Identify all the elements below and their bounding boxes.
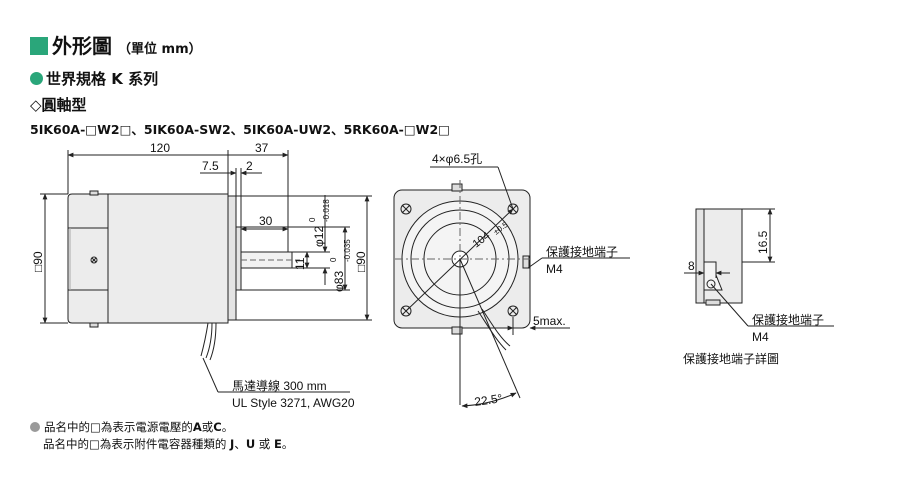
side-view bbox=[40, 150, 372, 393]
dim-16-5: 16.5 bbox=[756, 230, 770, 254]
title-unit: （單位 mm） bbox=[118, 42, 202, 57]
flange bbox=[227, 195, 237, 321]
note1-a: A bbox=[192, 420, 202, 434]
lead-wire-label: 馬達導線 300 mm bbox=[232, 378, 327, 393]
dim-7-5: 7.5 bbox=[202, 159, 219, 173]
motor-body bbox=[107, 193, 229, 324]
note2-j: J bbox=[230, 437, 235, 451]
note2-sep: 、 bbox=[234, 437, 246, 451]
dim-30: 30 bbox=[259, 214, 273, 228]
series-heading: 世界規格 K 系列 bbox=[30, 68, 158, 89]
front-view bbox=[393, 166, 630, 409]
title-square-icon bbox=[30, 37, 48, 55]
note2-or: 或 bbox=[255, 437, 274, 451]
dim-2: 2 bbox=[246, 159, 253, 173]
dim-shaft-dia: φ12 bbox=[312, 226, 326, 247]
note1-or: 或 bbox=[201, 420, 214, 434]
detail-terminal-size: M4 bbox=[752, 330, 769, 344]
note1-mid: 為表示電源電壓的 bbox=[100, 420, 193, 434]
holes-label: 4×φ6.5孔 bbox=[432, 152, 482, 166]
angle-label: 22.5° bbox=[473, 391, 503, 409]
note2-prefix: 品名中的 bbox=[43, 437, 89, 451]
dim-pilot-tol-upper: 0 bbox=[329, 257, 338, 262]
detail-caption: 保護接地端子詳圖 bbox=[683, 351, 779, 366]
section-title: 外形圖 （單位 mm） bbox=[30, 30, 202, 59]
note2-end: 。 bbox=[281, 437, 294, 451]
dim-120: 120 bbox=[150, 141, 170, 155]
model-list: 5IK60A-□W2□、5IK60A-SW2、5IK60A-UW2、5RK60A… bbox=[30, 122, 450, 137]
dim-5max: 5max. bbox=[533, 314, 566, 328]
dim-pilot-tol-lower: -0.035 bbox=[343, 239, 352, 262]
front-terminal-size: M4 bbox=[546, 262, 563, 276]
dim-37: 37 bbox=[255, 141, 269, 155]
dim-pilot-dia: φ83 bbox=[332, 271, 346, 292]
series-title: 世界規格 K 系列 bbox=[46, 70, 159, 88]
note1-box: □ bbox=[90, 420, 101, 434]
note2-e: E bbox=[273, 437, 282, 451]
dim-square-right: □90 bbox=[354, 251, 368, 272]
note2-u: U bbox=[245, 437, 256, 451]
note1-end: 。 bbox=[221, 420, 234, 434]
note-bullet-icon bbox=[30, 422, 40, 432]
detail-view bbox=[684, 208, 834, 327]
shaft bbox=[240, 251, 293, 269]
note1-prefix: 品名中的 bbox=[44, 420, 90, 434]
dim-shaft-tol-upper: 0 bbox=[308, 217, 317, 222]
front-terminal-label: 保護接地端子 bbox=[546, 244, 618, 259]
note-capacitor: 品名中的□為表示附件電容器種類的 J、U 或 E。 bbox=[43, 436, 293, 452]
note1-c: C bbox=[213, 420, 222, 434]
note-voltage: 品名中的□為表示電源電壓的 A 或 C。 bbox=[30, 419, 233, 435]
detail-terminal-label: 保護接地端子 bbox=[752, 312, 824, 327]
dim-square-left: □90 bbox=[31, 251, 45, 272]
rear-cover bbox=[67, 193, 109, 324]
pilot bbox=[235, 226, 242, 291]
dim-shaft-tol-lower: -0.018 bbox=[322, 199, 331, 222]
dim-8: 8 bbox=[688, 259, 695, 273]
dim-11: 11 bbox=[293, 257, 307, 270]
note2-box: □ bbox=[89, 437, 100, 451]
bullet-dot-icon bbox=[30, 72, 43, 85]
shaft-type-heading: ◇圓軸型 bbox=[30, 94, 87, 115]
shaft-type: ◇圓軸型 bbox=[30, 96, 87, 114]
lead-wire-spec: UL Style 3271, AWG20 bbox=[232, 396, 355, 410]
title-text: 外形圖 bbox=[52, 34, 112, 58]
note2-mid: 為表示附件電容器種類的 bbox=[99, 437, 231, 451]
